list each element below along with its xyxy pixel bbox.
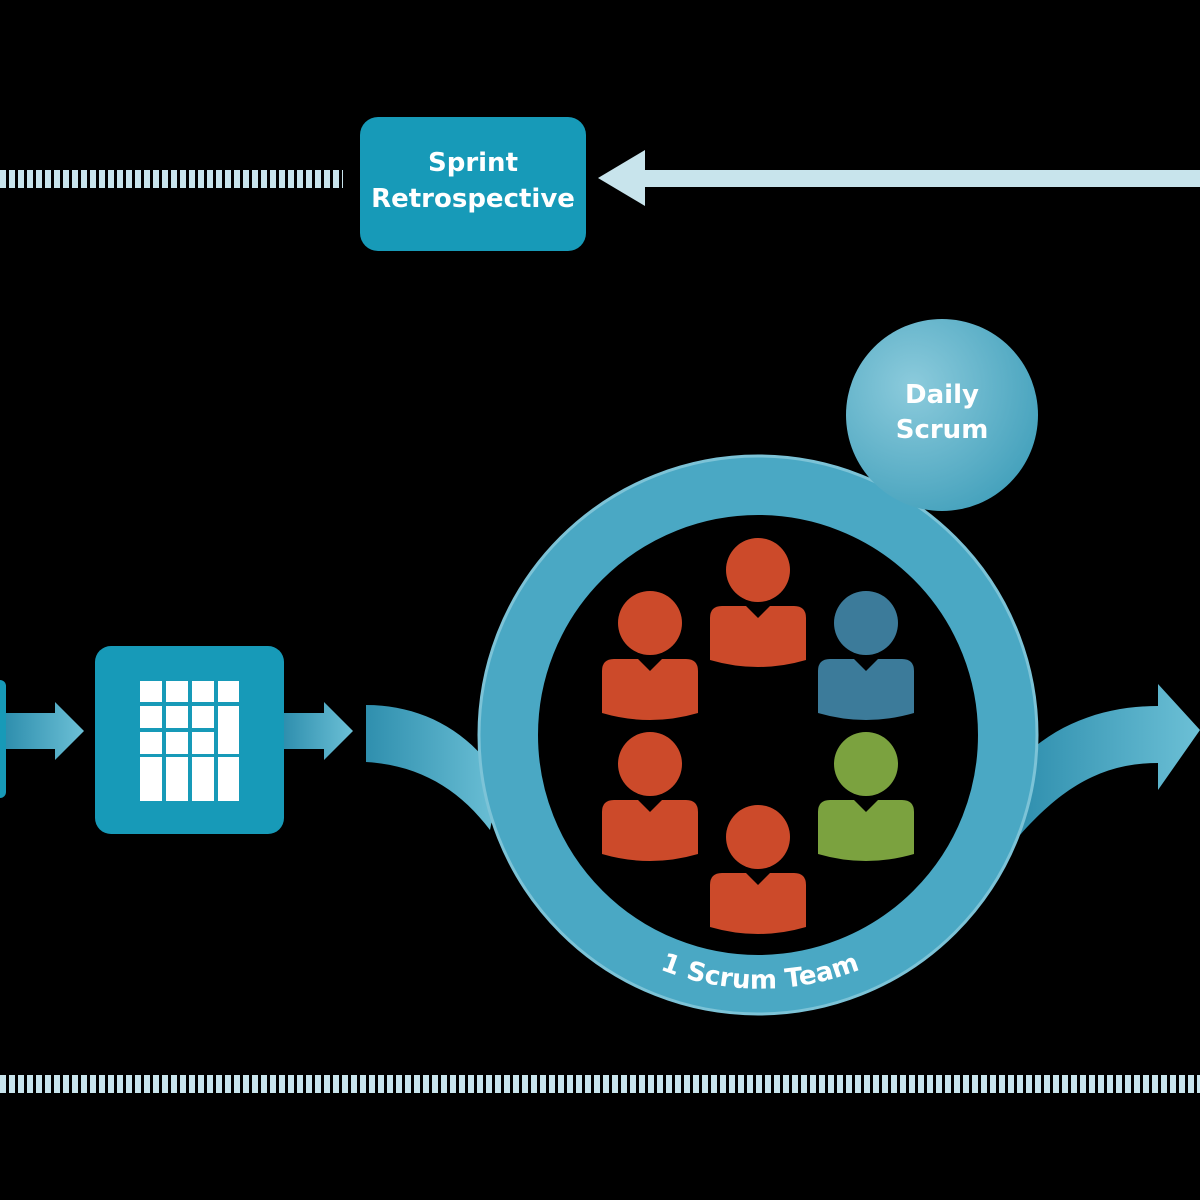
arrow-into-sprint (366, 705, 500, 830)
person-icon (710, 538, 806, 667)
retrospective-feedback-line (0, 170, 343, 188)
arrow-from-sprint-backlog (284, 702, 353, 760)
retrospective-line1: Sprint (428, 148, 518, 178)
product-backlog-box-partial (0, 680, 6, 798)
bottom-timeline-line (0, 1075, 1200, 1093)
sprint-retrospective-box: Sprint Retrospective (360, 117, 586, 251)
person-icon (818, 591, 914, 720)
team-members (602, 538, 914, 934)
daily-scrum-circle: Daily Scrum (846, 319, 1038, 511)
daily-scrum-line2: Scrum (896, 415, 989, 445)
arrow-to-retrospective (598, 150, 1200, 206)
arrow-out-of-sprint (1020, 684, 1200, 835)
arrow-to-sprint-backlog (6, 702, 84, 760)
person-icon (602, 591, 698, 720)
grid-table-icon (140, 681, 239, 801)
person-icon (818, 732, 914, 861)
sprint-cycle-ring (478, 455, 1038, 1015)
daily-scrum-line1: Daily (905, 380, 979, 410)
person-icon (710, 805, 806, 934)
sprint-backlog-box (95, 646, 284, 834)
retrospective-line2: Retrospective (371, 184, 575, 214)
person-icon (602, 732, 698, 861)
